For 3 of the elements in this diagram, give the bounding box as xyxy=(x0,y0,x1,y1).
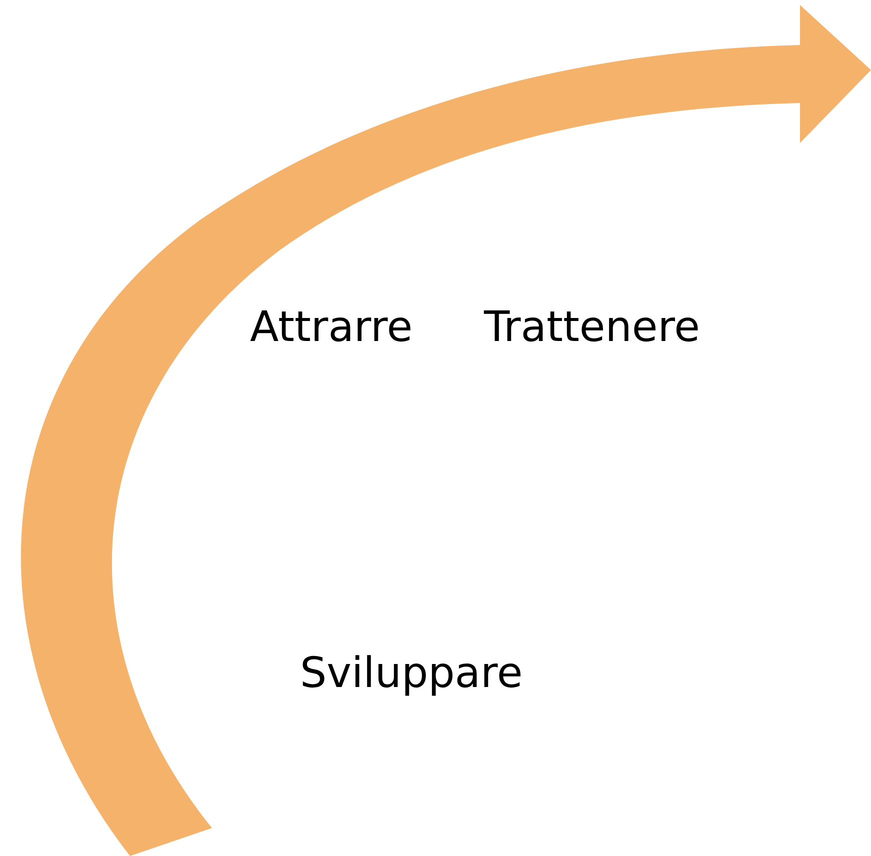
stage-label: Trattenere xyxy=(484,306,700,348)
stage-label: Attrarre xyxy=(250,306,413,348)
stage-label: Sviluppare xyxy=(300,652,523,694)
